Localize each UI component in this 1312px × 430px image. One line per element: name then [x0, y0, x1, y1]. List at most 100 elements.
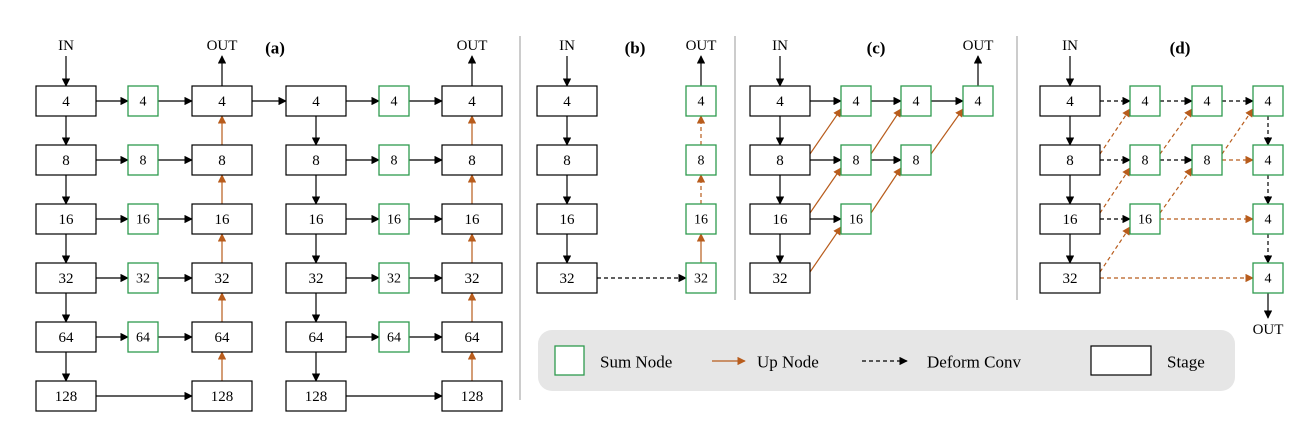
- a0-stage-128-box: [35, 380, 97, 412]
- d-stage-4-box: [1039, 85, 1101, 117]
- a1-upnode-128-box: [441, 380, 503, 412]
- c-sumnode1-8-box: [840, 144, 872, 176]
- a1-upnode-8-box: [441, 144, 503, 176]
- a0-sumnode-8-label: 8: [140, 154, 147, 169]
- a0-upnode-8-label: 8: [218, 153, 226, 169]
- a0-stage-8-box: [35, 144, 97, 176]
- b-stage-4-label: 4: [563, 94, 571, 110]
- a1-stage-4-label: 4: [312, 94, 320, 110]
- b-sumnode-4-label: 4: [698, 95, 705, 110]
- a0-stage-128-label: 128: [55, 389, 78, 405]
- a0-sumnode-32-label: 32: [136, 272, 150, 287]
- a1-upnode-128-label: 128: [461, 389, 484, 405]
- b-stage-16-box: [536, 203, 598, 235]
- d-sumnode3-3-label: 4: [1265, 272, 1272, 287]
- a0-stage-32-label: 32: [59, 271, 74, 287]
- d-sumnode2-4-label: 4: [1204, 95, 1211, 110]
- a0-upnode-64-label: 64: [215, 330, 231, 346]
- a1-upnode-16-box: [441, 203, 503, 235]
- a1-stage-128-label: 128: [305, 389, 328, 405]
- d-arrow-up2: [1159, 167, 1193, 214]
- b-out-label: OUT: [686, 38, 717, 54]
- c-arrow-up2: [870, 167, 902, 214]
- a0-upnode-16-label: 16: [215, 212, 231, 228]
- a0-stage-4-box: [35, 85, 97, 117]
- d-stage-32-box: [1039, 262, 1101, 294]
- d-sumnode2-8-label: 8: [1204, 154, 1211, 169]
- a1-stage-8-label: 8: [312, 153, 320, 169]
- b-sumnode-16-label: 16: [694, 213, 708, 228]
- legend-deform-conv-label: Deform Conv: [927, 353, 1021, 372]
- a1-upnode-32-label: 32: [465, 271, 480, 287]
- a0-sumnode-16-label: 16: [136, 213, 150, 228]
- c-sumnode2-4-box: [900, 85, 932, 117]
- a0-upnode-64-box: [191, 321, 253, 353]
- d-stage-32-label: 32: [1063, 271, 1078, 287]
- a1-stage-8-box: [285, 144, 347, 176]
- a0-stage-4-label: 4: [62, 94, 70, 110]
- a-in-label: IN: [58, 38, 74, 54]
- c-sumnode3-4-box: [962, 85, 994, 117]
- c-arrow-up3: [930, 108, 964, 155]
- a1-sumnode-4-label: 4: [391, 95, 398, 110]
- b-stage-8-box: [536, 144, 598, 176]
- label-layer: 4 4 4 8 8 8 16 16 16 32 32 32 64 64 64 128 128 OUT 4 4 4 8 8 8 1…: [55, 38, 1284, 405]
- a1-sumnode-64-label: 64: [387, 331, 401, 346]
- legend-sum-node-label: Sum Node: [600, 353, 672, 372]
- panel-label-d: (d): [1170, 39, 1191, 58]
- d-sumnode1-4-label: 4: [1142, 95, 1149, 110]
- panel-label-a: (a): [265, 39, 285, 58]
- d-arrow-up3: [1221, 108, 1254, 155]
- d-sumnode3-2-label: 4: [1265, 213, 1272, 228]
- d-stage-16-label: 16: [1063, 212, 1079, 228]
- c-sumnode1-16-label: 16: [849, 213, 863, 228]
- d-stage-8-label: 8: [1066, 153, 1074, 169]
- connection-layer: [61, 36, 1273, 401]
- a0-upnode-8-box: [191, 144, 253, 176]
- legend-stage-swatch: [1090, 345, 1152, 376]
- d-sumnode3-1-box: [1252, 144, 1284, 176]
- a1-stage-64-box: [285, 321, 347, 353]
- a1-upnode-64-box: [441, 321, 503, 353]
- legend-up-node-label: Up Node: [757, 353, 819, 372]
- a1-sumnode-16-label: 16: [387, 213, 401, 228]
- c-stage-32-box: [749, 262, 811, 294]
- d-sumnode1-8-box: [1129, 144, 1161, 176]
- c-stage-16-label: 16: [773, 212, 789, 228]
- a1-out-label: OUT: [457, 38, 488, 54]
- d-sumnode3-3-box: [1252, 262, 1284, 294]
- b-sumnode-4-box: [685, 85, 717, 117]
- a0-upnode-32-box: [191, 262, 253, 294]
- d-sumnode2-4-box: [1191, 85, 1223, 117]
- a0-stage-64-box: [35, 321, 97, 353]
- a0-sumnode-8-box: [127, 144, 159, 176]
- a0-sumnode-4-box: [127, 85, 159, 117]
- a0-stage-64-label: 64: [59, 330, 75, 346]
- b-sumnode-8-label: 8: [698, 154, 705, 169]
- b-stage-8-label: 8: [563, 153, 571, 169]
- c-sumnode1-4-box: [840, 85, 872, 117]
- d-sumnode3-2-box: [1252, 203, 1284, 235]
- d-stage-16-box: [1039, 203, 1101, 235]
- a1-sumnode-32-box: [378, 262, 410, 294]
- panel-label-c: (c): [867, 39, 886, 58]
- a1-upnode-8-label: 8: [468, 153, 476, 169]
- node-layer: [35, 85, 1284, 412]
- legend-sum-node-swatch: [554, 345, 585, 376]
- d-out-label: OUT: [1253, 322, 1284, 338]
- b-sumnode-16-box: [685, 203, 717, 235]
- d-arrow-up1: [1099, 226, 1131, 273]
- b-stage-16-label: 16: [560, 212, 576, 228]
- a1-upnode-32-box: [441, 262, 503, 294]
- a1-upnode-4-label: 4: [468, 94, 476, 110]
- a0-upnode-4-label: 4: [218, 94, 226, 110]
- c-stage-8-label: 8: [776, 153, 784, 169]
- c-arrow-up2: [870, 108, 902, 155]
- c-in-label: IN: [772, 38, 788, 54]
- c-sumnode2-8-box: [900, 144, 932, 176]
- c-stage-32-label: 32: [773, 271, 788, 287]
- b-stage-32-box: [536, 262, 598, 294]
- legend-stage-label: Stage: [1167, 353, 1205, 372]
- c-out-label: OUT: [963, 38, 994, 54]
